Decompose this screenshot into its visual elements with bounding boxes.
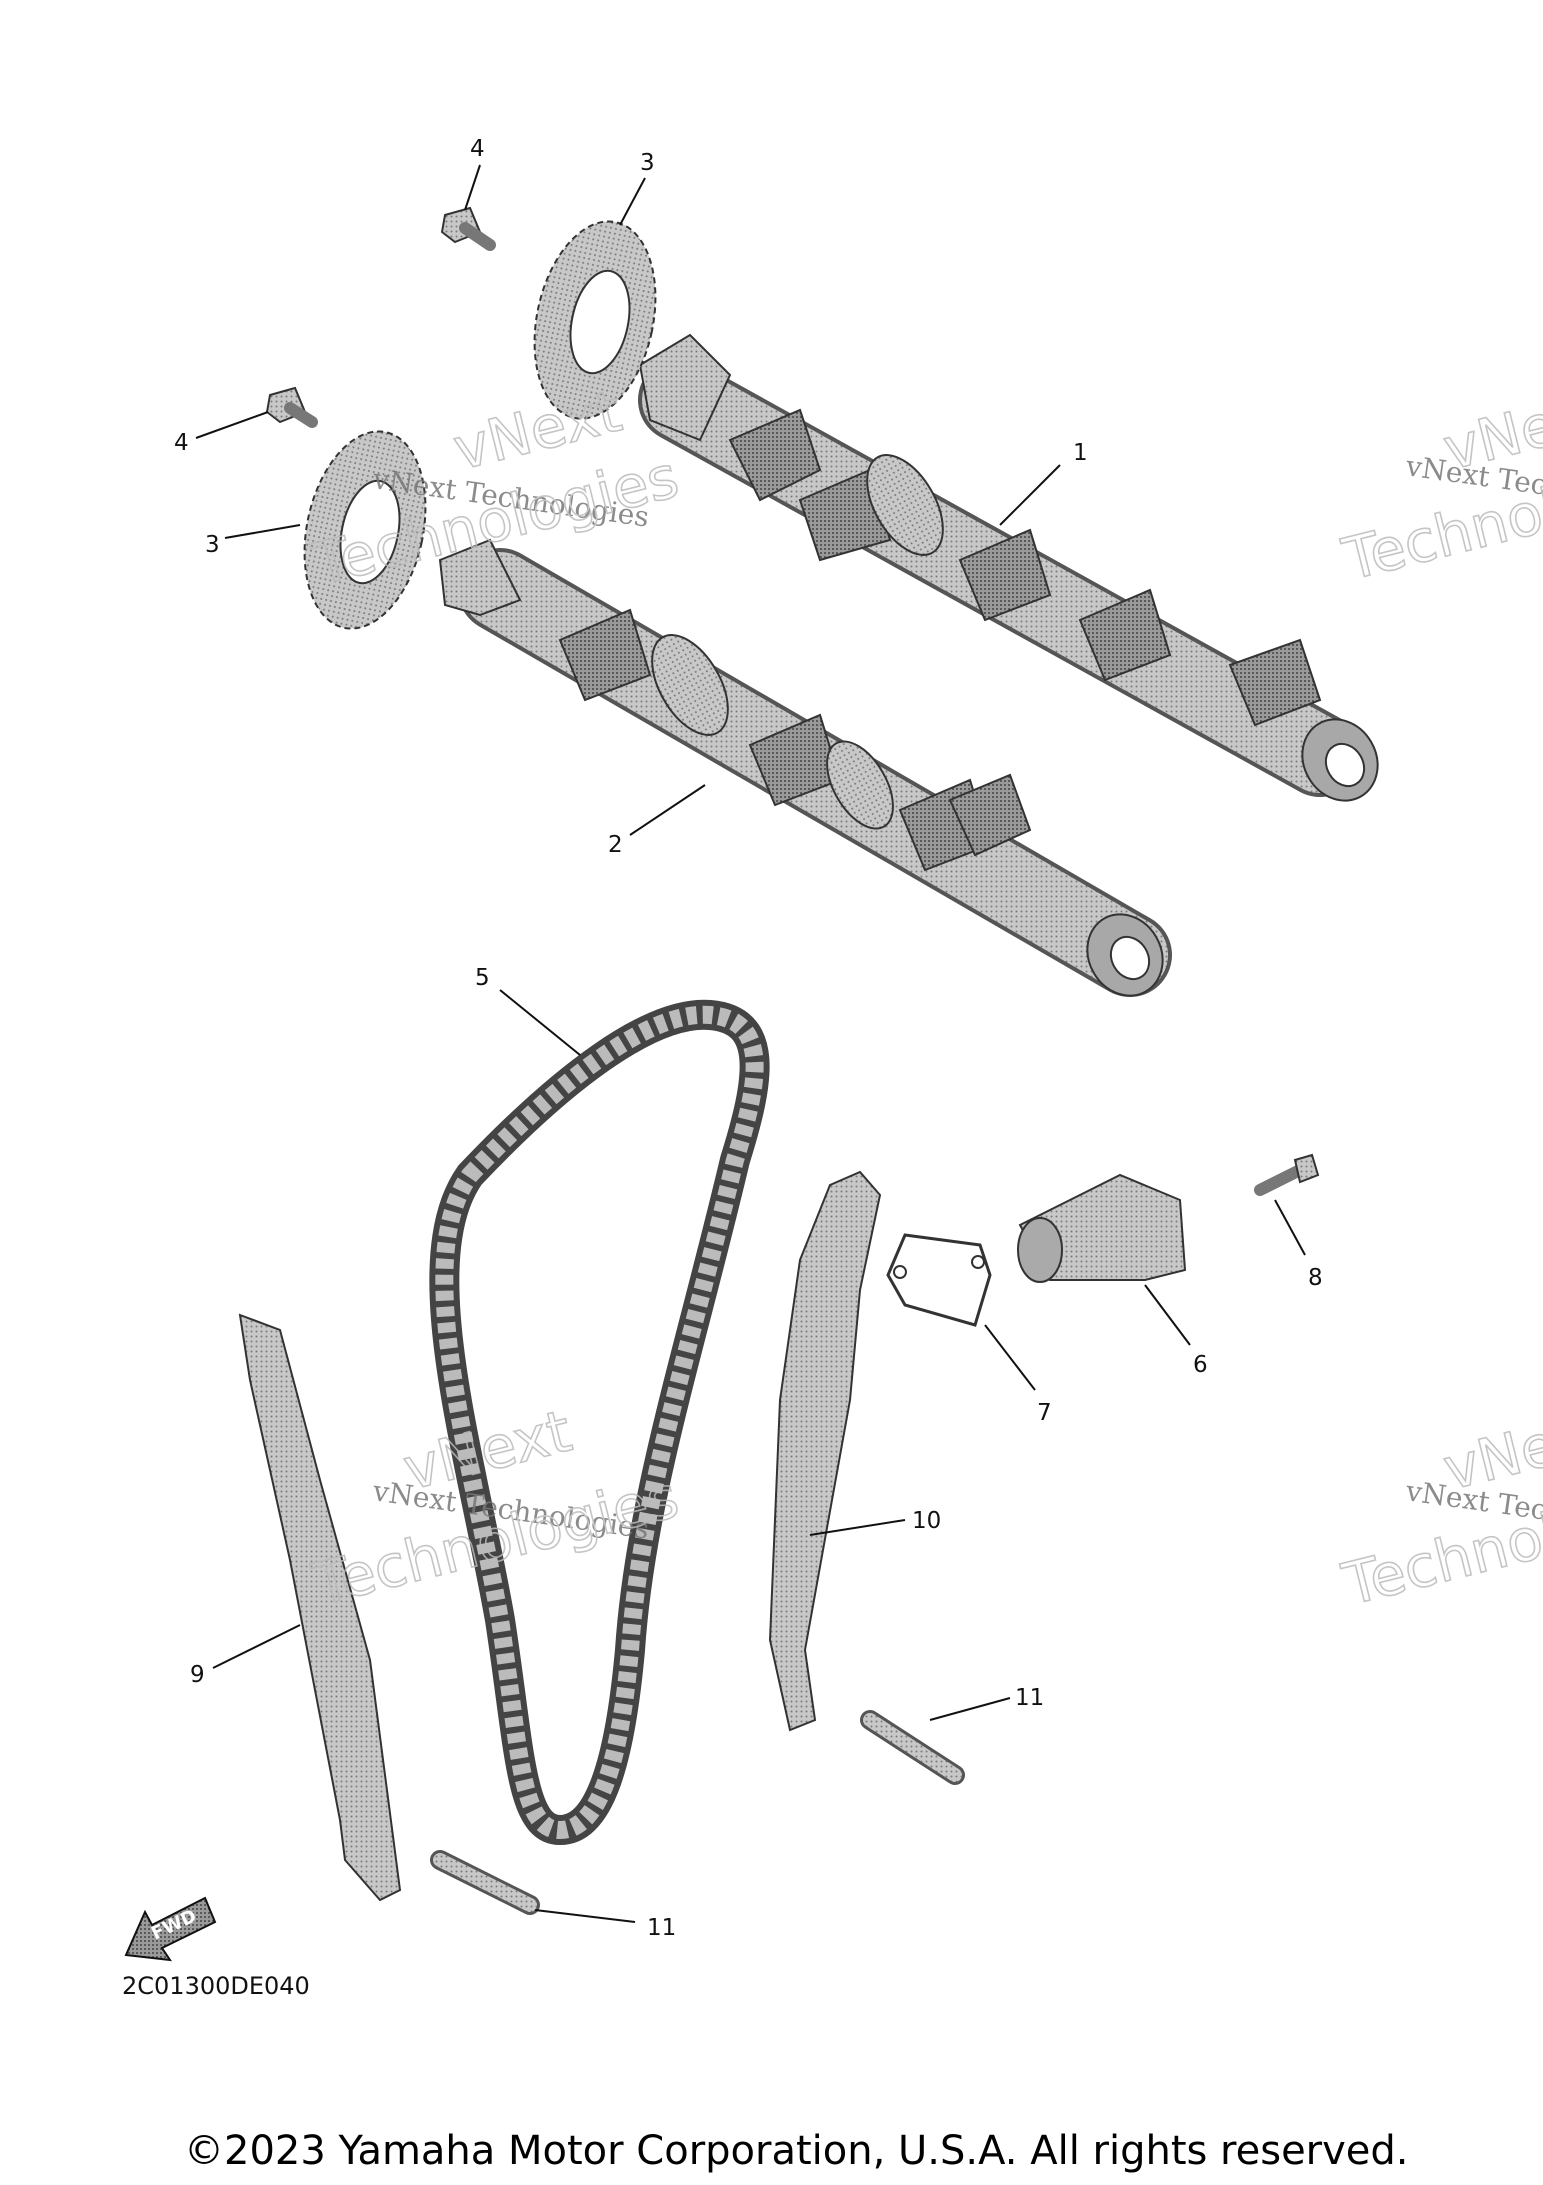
tensioner-gasket xyxy=(886,1233,992,1327)
callout-4b: 4 xyxy=(174,430,189,456)
sprocket-lower xyxy=(303,430,427,630)
leader-7 xyxy=(984,1324,1036,1391)
leader-6 xyxy=(1144,1284,1191,1346)
copyright-notice: ©2023 Yamaha Motor Corporation, U.S.A. A… xyxy=(184,2128,1409,2174)
leader-2 xyxy=(629,784,706,836)
chain-tensioner xyxy=(1017,1173,1187,1283)
callout-11a: 11 xyxy=(1015,1685,1044,1711)
watermark-upper-right: vNext Technologies vNext Technologies xyxy=(1335,376,1543,595)
callout-8: 8 xyxy=(1308,1265,1323,1291)
leader-4b xyxy=(195,411,269,439)
callout-5: 5 xyxy=(475,965,490,991)
watermark-lower-right: vNext Technologies vNext Technologies xyxy=(1335,1396,1543,1620)
leader-3b xyxy=(224,524,301,539)
leader-11b xyxy=(534,1909,636,1923)
bolt-lower xyxy=(265,386,318,428)
sprocket-upper xyxy=(533,220,657,420)
callout-7: 7 xyxy=(1037,1400,1052,1426)
callout-2: 2 xyxy=(608,832,623,858)
leader-lines xyxy=(195,164,1306,1923)
leader-4a xyxy=(464,164,481,211)
leader-9 xyxy=(212,1624,301,1669)
tensioner-bolt xyxy=(1254,1153,1320,1196)
leader-8 xyxy=(1274,1199,1306,1256)
camshaft-2 xyxy=(438,538,1172,997)
tensioner-guide xyxy=(768,1170,882,1732)
bolt-upper xyxy=(440,206,496,251)
callout-3b: 3 xyxy=(205,532,220,558)
leader-5 xyxy=(499,989,581,1056)
svg-text:vNext: vNext xyxy=(1437,1397,1543,1504)
callout-9: 9 xyxy=(190,1662,205,1688)
callout-1: 1 xyxy=(1073,440,1088,466)
leader-1 xyxy=(999,464,1061,526)
timing-chain xyxy=(429,999,770,1846)
callout-10: 10 xyxy=(912,1508,941,1534)
figure-code: 2C01300DE040 xyxy=(122,1972,310,2000)
callout-11b: 11 xyxy=(647,1915,676,1941)
chain-guide xyxy=(238,1313,402,1902)
callout-numbers: 1 2 3 3 4 4 5 6 7 8 9 10 11 11 xyxy=(174,136,1323,1941)
callout-6: 6 xyxy=(1193,1352,1208,1378)
leader-10 xyxy=(809,1519,906,1536)
callout-4a: 4 xyxy=(470,136,485,162)
leader-3a xyxy=(619,177,646,226)
camshaft-1 xyxy=(638,333,1379,802)
guide-pin-left xyxy=(430,1850,540,1915)
fwd-arrow-icon: FWD xyxy=(124,1896,217,1962)
leader-11a xyxy=(929,1697,1011,1721)
callout-3a: 3 xyxy=(640,150,655,176)
guide-pin-right xyxy=(860,1710,965,1785)
